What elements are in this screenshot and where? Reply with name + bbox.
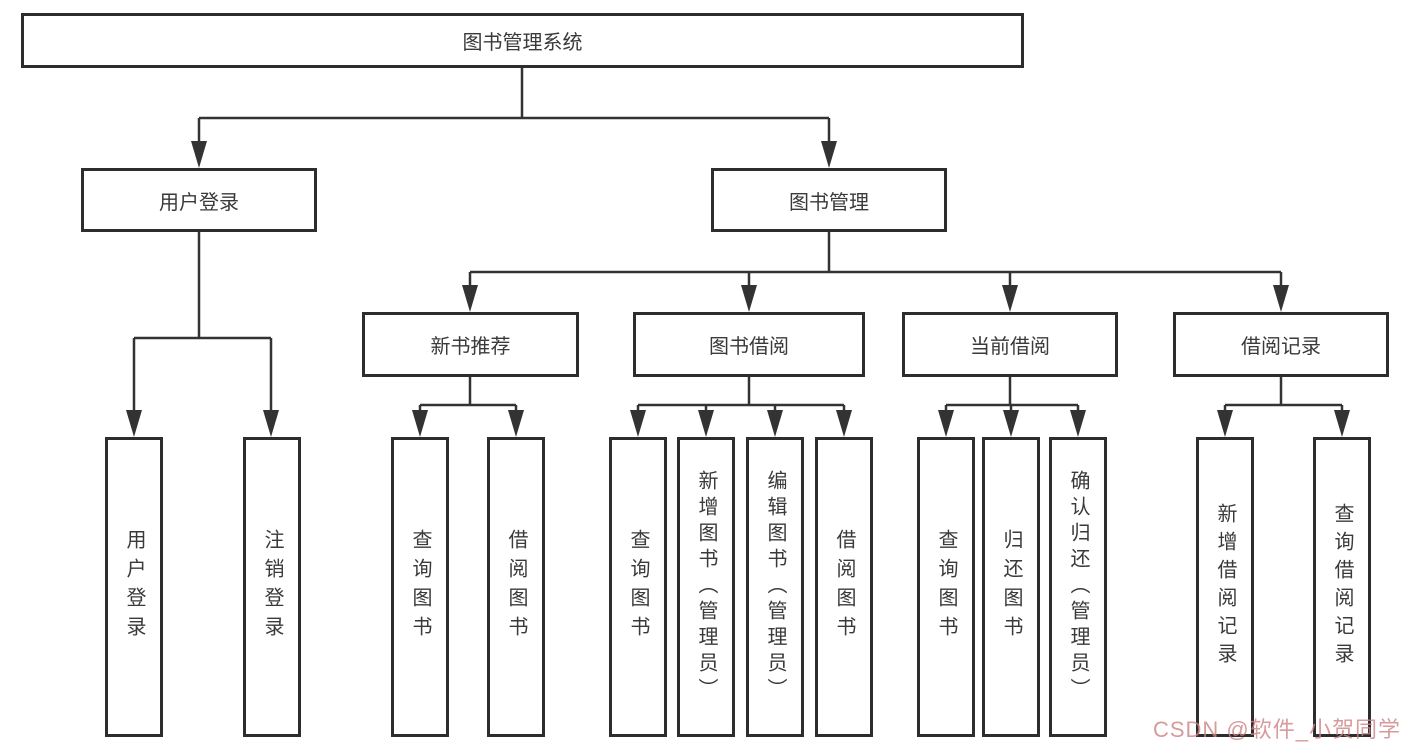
leaf-bb-edit-books-admin-label: 编辑图书（管理员）	[764, 470, 786, 704]
leaf-cb-return-books-label: 归还图书	[1000, 529, 1022, 645]
leaf-br-query-borrow-record-label: 查询借阅记录	[1331, 503, 1353, 671]
leaf-cb-confirm-return-admin-label: 确认归还（管理员）	[1067, 470, 1089, 704]
leaf-bb-add-books-admin-label: 新增图书（管理员）	[695, 470, 717, 704]
node-user-login: 用户登录	[81, 168, 317, 232]
leaf-bb-add-books-admin: 新增图书（管理员）	[677, 437, 735, 737]
leaf-br-add-borrow-record-label: 新增借阅记录	[1214, 503, 1236, 671]
node-book-mgmt-label: 图书管理	[789, 191, 869, 214]
node-book-borrow: 图书借阅	[633, 312, 865, 377]
node-current-borrow: 当前借阅	[902, 312, 1118, 377]
leaf-nbr-borrow-books: 借阅图书	[487, 437, 545, 737]
csdn-watermark: CSDN @软件_小贺同学	[1152, 717, 1401, 742]
leaf-bb-borrow-books: 借阅图书	[815, 437, 873, 737]
node-current-borrow-label: 当前借阅	[970, 336, 1050, 358]
leaf-cb-confirm-return-admin: 确认归还（管理员）	[1049, 437, 1107, 737]
leaf-br-add-borrow-record: 新增借阅记录	[1196, 437, 1254, 737]
leaf-logout-label: 注销登录	[261, 529, 283, 645]
node-user-login-label: 用户登录	[159, 191, 239, 214]
leaf-br-query-borrow-record: 查询借阅记录	[1313, 437, 1371, 737]
leaf-bb-borrow-books-label: 借阅图书	[833, 529, 855, 645]
leaf-nbr-borrow-books-label: 借阅图书	[505, 529, 527, 645]
leaf-user-login-label: 用户登录	[123, 529, 145, 645]
arrowheads	[126, 141, 1350, 437]
node-borrow-records-label: 借阅记录	[1241, 336, 1321, 358]
leaf-user-login: 用户登录	[105, 437, 163, 737]
leaf-cb-query-books-label: 查询图书	[935, 529, 957, 645]
node-book-borrow-label: 图书借阅	[709, 336, 789, 358]
leaf-cb-query-books: 查询图书	[917, 437, 975, 737]
leaf-nbr-query-books: 查询图书	[391, 437, 449, 737]
leaf-logout: 注销登录	[243, 437, 301, 737]
leaf-bb-query-books: 查询图书	[609, 437, 667, 737]
leaf-cb-return-books: 归还图书	[982, 437, 1040, 737]
node-book-mgmt: 图书管理	[711, 168, 947, 232]
node-borrow-records: 借阅记录	[1173, 312, 1389, 377]
node-new-book-rec: 新书推荐	[362, 312, 579, 377]
leaf-bb-edit-books-admin: 编辑图书（管理员）	[746, 437, 804, 737]
node-root-label: 图书管理系统	[462, 32, 583, 54]
leaf-bb-query-books-label: 查询图书	[627, 529, 649, 645]
node-new-book-rec-label: 新书推荐	[430, 336, 511, 358]
node-root: 图书管理系统	[21, 13, 1024, 68]
leaf-nbr-query-books-label: 查询图书	[409, 529, 431, 645]
